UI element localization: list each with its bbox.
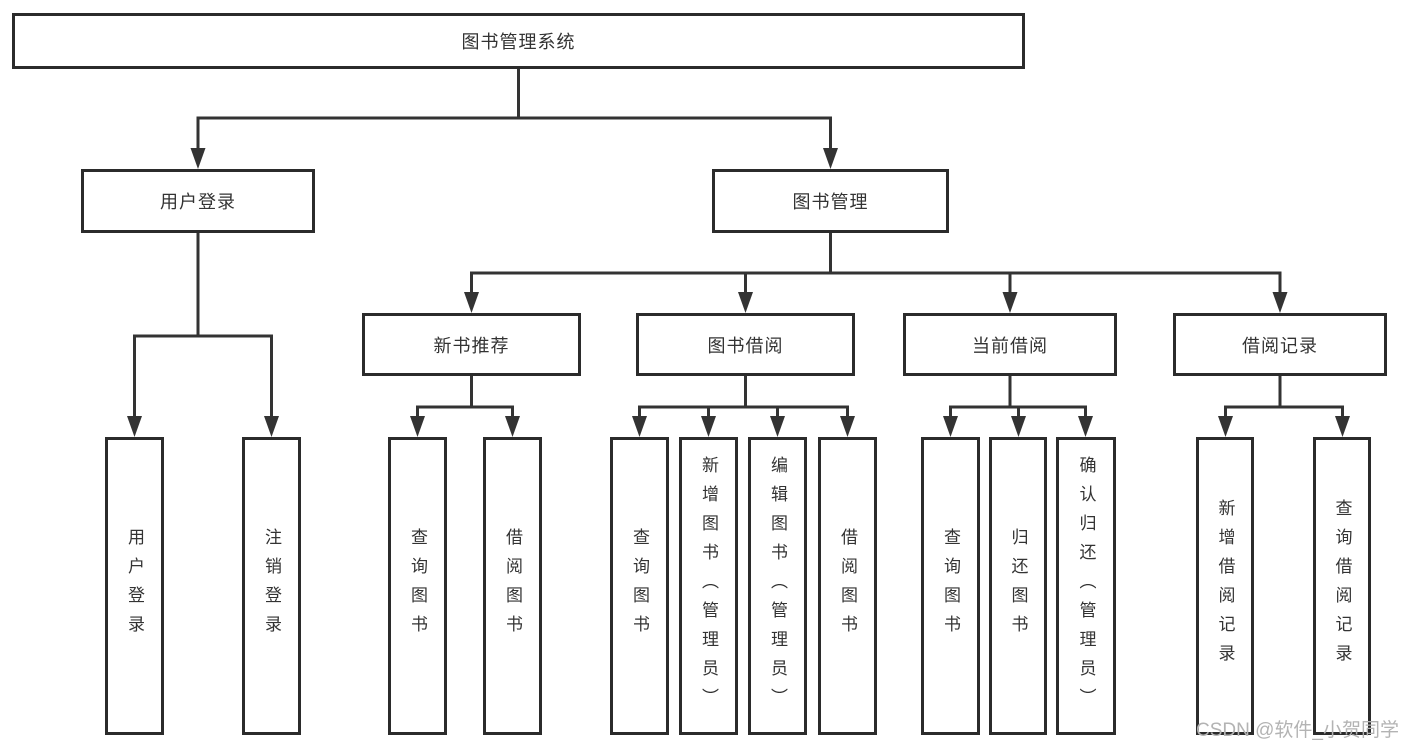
watermark-text: CSDN @软件_小贺同学 <box>1196 720 1399 741</box>
leaf-label: 编辑图书（管理员） <box>768 455 787 717</box>
leaf-label: 归还图书 <box>1008 528 1028 644</box>
node-label: 用户登录 <box>160 192 236 212</box>
leaf-recommend-borrow-books: 借阅图书 <box>483 437 542 735</box>
leaf-label: 借阅图书 <box>503 528 522 644</box>
leaf-borrow-query-books: 查询图书 <box>610 437 669 735</box>
leaf-label: 新增借阅记录 <box>1215 499 1235 673</box>
node-current-borrowing: 当前借阅 <box>903 313 1117 376</box>
node-library-management-system: 图书管理系统 <box>12 13 1025 69</box>
node-new-book-recommendation: 新书推荐 <box>362 313 581 376</box>
leaf-recommend-query-books: 查询图书 <box>388 437 447 735</box>
leaf-current-query-books: 查询图书 <box>921 437 980 735</box>
leaf-logout: 注销登录 <box>242 437 301 735</box>
node-book-management: 图书管理 <box>712 169 949 233</box>
leaf-label: 查询图书 <box>408 528 427 644</box>
node-label: 图书管理系统 <box>461 32 576 52</box>
node-label: 图书管理 <box>792 192 869 212</box>
leaf-borrow-add-books-admin: 新增图书（管理员） <box>679 437 738 735</box>
leaf-records-query-borrow-record: 查询借阅记录 <box>1313 437 1371 735</box>
node-label: 借阅记录 <box>1242 335 1318 356</box>
leaf-label: 借阅图书 <box>838 528 857 644</box>
node-user-login: 用户登录 <box>81 169 315 233</box>
leaf-label: 查询借阅记录 <box>1332 499 1352 673</box>
leaf-label: 注销登录 <box>262 528 281 644</box>
leaf-records-add-borrow-record: 新增借阅记录 <box>1196 437 1254 735</box>
node-label: 新书推荐 <box>433 335 510 356</box>
leaf-label: 查询图书 <box>941 528 960 644</box>
leaf-borrow-edit-books-admin: 编辑图书（管理员） <box>748 437 807 735</box>
leaf-user-login: 用户登录 <box>105 437 164 735</box>
leaf-label: 确认归还（管理员） <box>1076 455 1096 717</box>
leaf-current-return-books: 归还图书 <box>989 437 1047 735</box>
node-label: 当前借阅 <box>972 335 1048 356</box>
leaf-label: 新增图书（管理员） <box>699 455 718 717</box>
leaf-borrow-borrow-books: 借阅图书 <box>818 437 877 735</box>
node-label: 图书借阅 <box>707 335 784 356</box>
node-borrowing-records: 借阅记录 <box>1173 313 1387 376</box>
node-book-borrowing: 图书借阅 <box>636 313 855 376</box>
leaf-current-confirm-return-admin: 确认归还（管理员） <box>1056 437 1116 735</box>
leaf-label: 查询图书 <box>630 528 649 644</box>
leaf-label: 用户登录 <box>125 528 144 644</box>
